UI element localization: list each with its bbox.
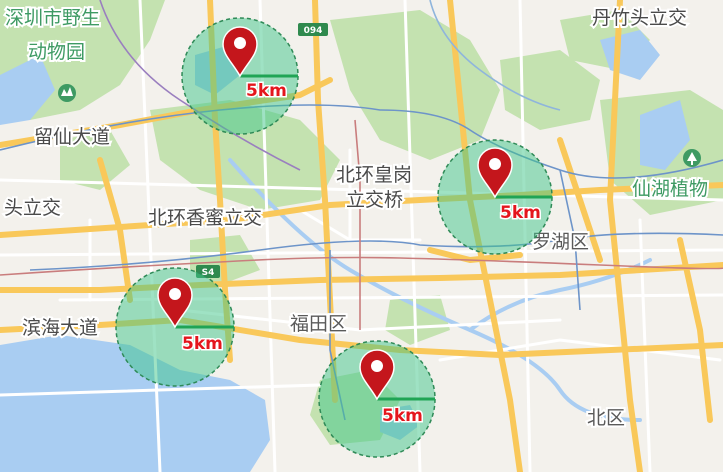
label-toutan-interchange: 头立交 bbox=[4, 197, 61, 219]
radius-label: 5km bbox=[382, 406, 423, 426]
zoo-poi-icon bbox=[58, 84, 76, 102]
label-beihuan-huanggang-line2: 立交桥 bbox=[346, 189, 403, 211]
radius-label: 5km bbox=[500, 203, 541, 223]
label-binhai-avenue: 滨海大道 bbox=[22, 317, 98, 339]
label-north-district: 北区 bbox=[587, 407, 625, 429]
radius-label: 5km bbox=[182, 334, 223, 354]
label-luohu: 罗湖区 bbox=[532, 231, 589, 253]
radius-circle[interactable]: 5km bbox=[181, 17, 299, 135]
label-liuxian-avenue: 留仙大道 bbox=[34, 126, 110, 148]
location-pin-icon bbox=[157, 277, 193, 329]
road-shield-094: 094 bbox=[298, 23, 328, 36]
radius-circle[interactable]: 5km bbox=[318, 340, 436, 458]
label-beihuan-huanggang-line1: 北环皇岗 bbox=[336, 164, 412, 186]
label-futian: 福田区 bbox=[290, 313, 347, 335]
location-pin-icon bbox=[477, 147, 513, 199]
garden-poi-icon bbox=[683, 149, 701, 167]
svg-text:094: 094 bbox=[304, 26, 323, 36]
radius-circle[interactable]: 5km bbox=[115, 267, 235, 387]
label-xianhu: 仙湖植物 bbox=[632, 178, 708, 200]
label-beihuan-xiangmi: 北环香蜜立交 bbox=[148, 207, 262, 229]
location-pin-icon bbox=[359, 349, 395, 401]
label-wildlife-zoo-line2: 动物园 bbox=[28, 41, 85, 63]
radius-label: 5km bbox=[246, 81, 287, 101]
radius-circle[interactable]: 5km bbox=[437, 139, 553, 255]
label-wildlife-zoo-line1: 深圳市野生 bbox=[5, 7, 100, 29]
location-pin-icon bbox=[222, 26, 258, 78]
label-danzhutou: 丹竹头立交 bbox=[592, 7, 687, 29]
metro-lines bbox=[0, 0, 723, 421]
svg-text:S4: S4 bbox=[202, 268, 215, 278]
